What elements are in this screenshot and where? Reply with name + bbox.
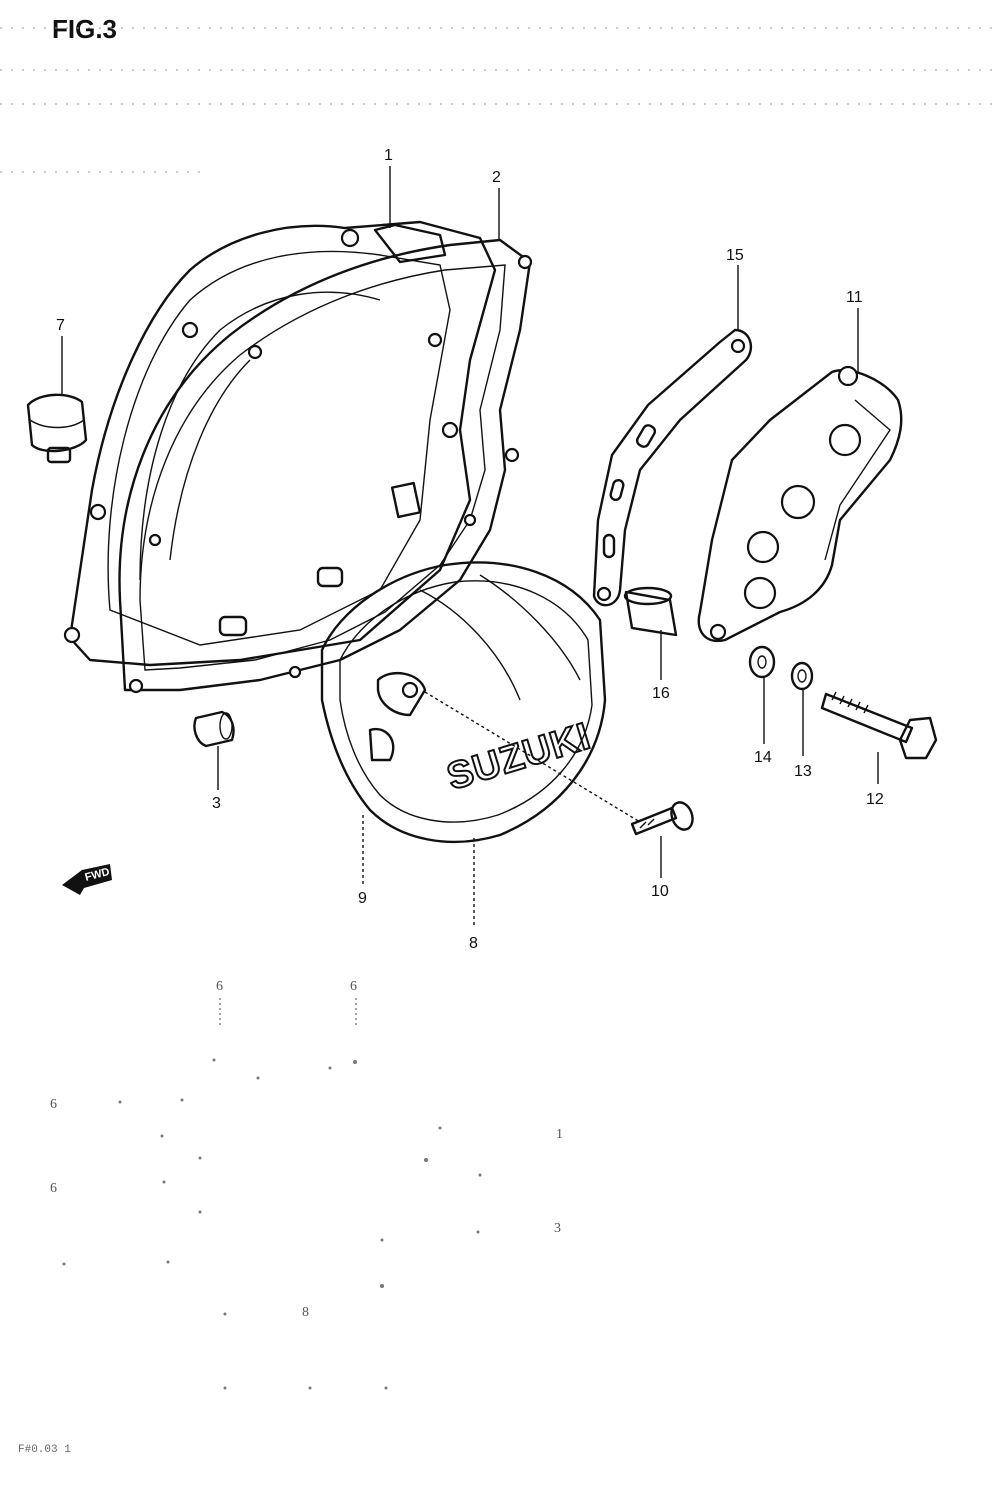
faded-text-2: 6	[350, 979, 357, 994]
faded-text-6: 3	[554, 1221, 561, 1236]
spacer-collar	[623, 586, 678, 637]
callout-11: 11	[846, 289, 863, 306]
faded-text-7: 8	[302, 1305, 309, 1320]
faded-text-4: 6	[50, 1181, 57, 1196]
faded-text-1: 6	[216, 979, 223, 994]
washer	[748, 645, 776, 679]
callout-9: 9	[358, 890, 367, 907]
faded-text-3: 6	[50, 1097, 57, 1112]
mounting-bracket	[592, 328, 753, 607]
callout-12: 12	[866, 791, 884, 808]
clutch-cover-gasket	[118, 238, 533, 694]
clutch-cover	[63, 220, 497, 667]
callout-14: 14	[754, 749, 772, 766]
cover-screw	[630, 801, 694, 836]
brand-logo: SUZUKI	[442, 715, 595, 798]
footer-code: F#0.03 1	[18, 1444, 71, 1456]
dowel-pin	[193, 710, 235, 748]
oil-filler-cap	[26, 393, 88, 464]
scan-noise	[0, 27, 1000, 173]
forward-direction-marker: FWD	[62, 864, 112, 895]
bolt	[820, 691, 938, 760]
callout-15: 15	[726, 247, 744, 264]
callout-3: 3	[212, 795, 221, 812]
callout-7: 7	[56, 317, 65, 334]
callout-16: 16	[652, 685, 670, 702]
callout-13: 13	[794, 763, 812, 780]
faded-remnants: 6 6 6 6 1 3 8	[50, 979, 563, 1390]
figure-title: FIG.3	[52, 14, 117, 44]
leader-lines	[61, 166, 879, 928]
magneto-cover: SUZUKI	[320, 561, 607, 844]
lock-washer	[790, 661, 814, 691]
faded-text-5: 1	[556, 1127, 563, 1142]
cover-plate	[697, 365, 903, 643]
callout-10: 10	[651, 883, 669, 900]
callout-2: 2	[492, 169, 501, 186]
callout-1: 1	[384, 147, 393, 164]
callout-8: 8	[469, 935, 478, 952]
